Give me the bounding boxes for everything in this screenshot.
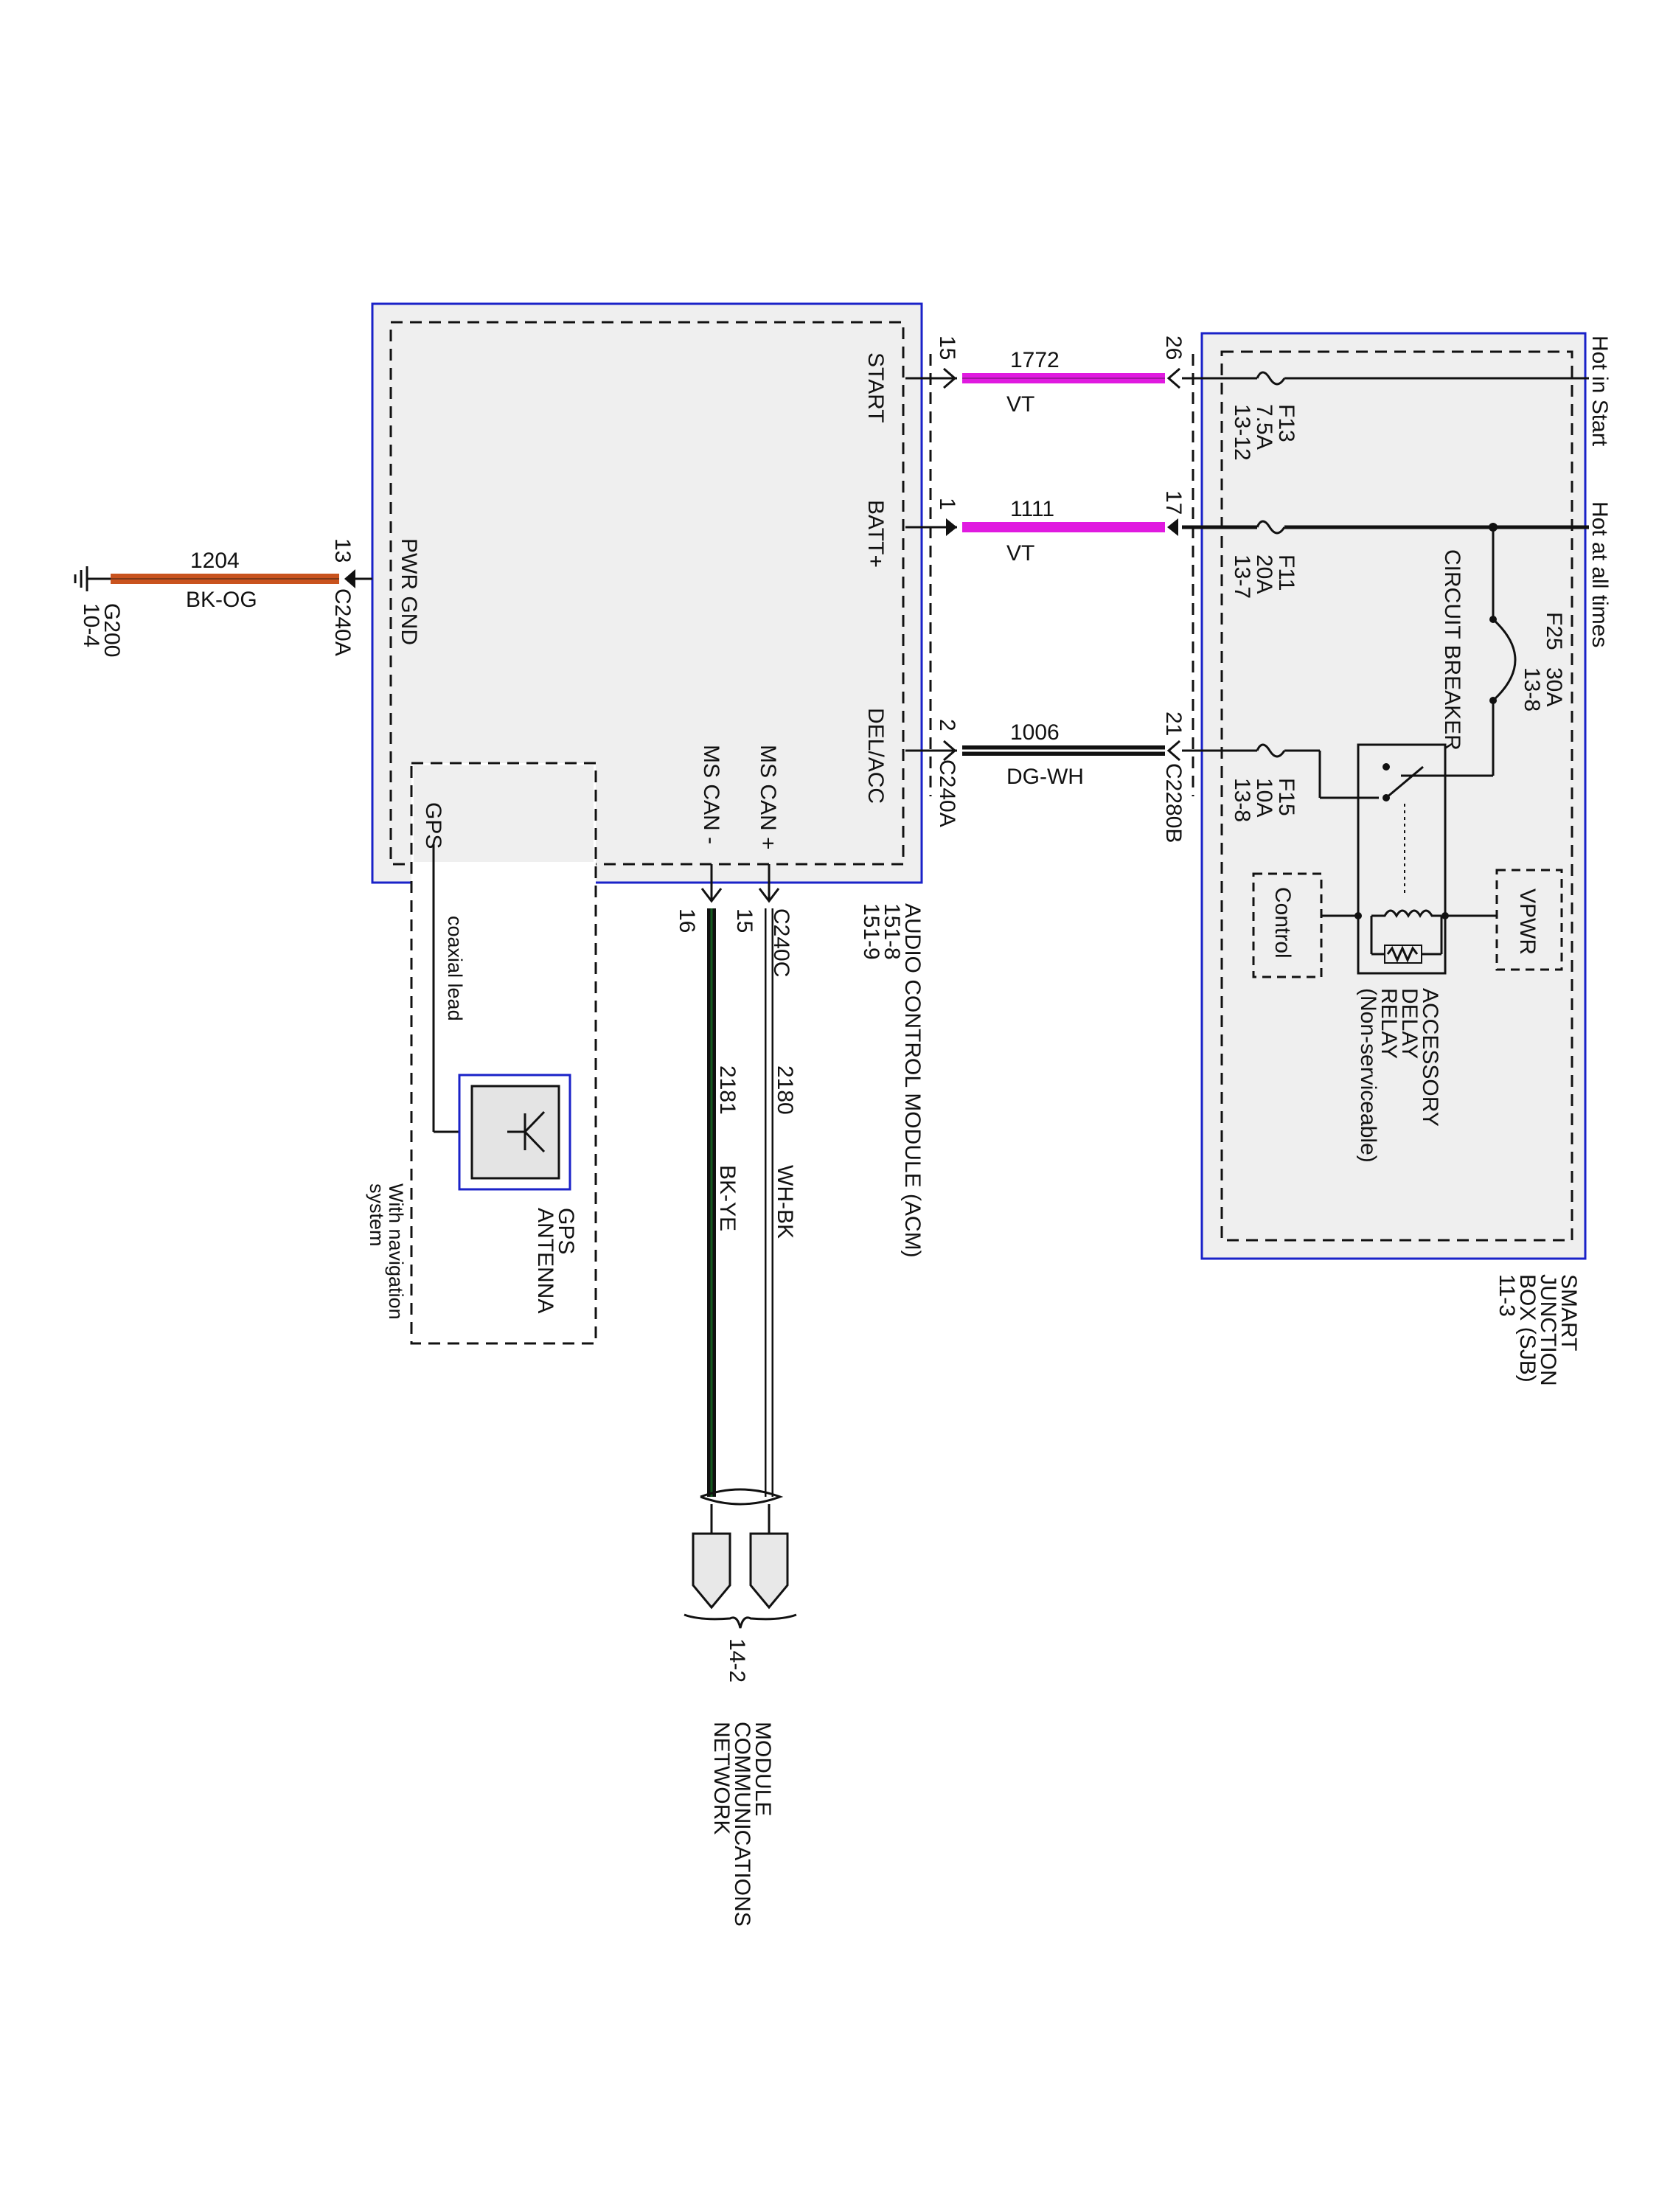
- breaker-f25-name: F25: [1542, 612, 1566, 650]
- circuit-breaker-label: CIRCUIT BREAKER: [1440, 549, 1464, 751]
- gps-antenna-label-1: GPS: [554, 1208, 578, 1254]
- fuse-f13-symbol: [1256, 371, 1286, 386]
- vpwr-box: [1495, 869, 1563, 971]
- sjb-title-1: SMART: [1557, 1274, 1581, 1351]
- hot-at-all-times-label: Hot at all times: [1587, 501, 1612, 647]
- fuse-f15-symbol: [1256, 743, 1286, 758]
- wire-1111-circuit: 1111: [1010, 497, 1054, 521]
- sjb-connector-c2280b: C2280B: [1161, 763, 1186, 843]
- delacc-circuit: [905, 740, 1379, 799]
- acm-title-2: 151-8: [880, 903, 904, 960]
- fuse-f11-rating: 20A: [1252, 554, 1276, 594]
- control-label: Control: [1270, 887, 1295, 959]
- breaker-f25-rating: 30A: [1542, 667, 1566, 706]
- ground-circuit: [74, 566, 372, 591]
- acm-pin-15: 15: [935, 335, 959, 360]
- smart-junction-box: [1200, 332, 1587, 1260]
- batt-circuit: [905, 518, 1589, 536]
- fuse-f15-ref: 13-8: [1230, 778, 1254, 822]
- sjb-pin-17: 17: [1161, 490, 1186, 515]
- accessory-delay-relay: [1321, 743, 1497, 975]
- can-wire-2181-color: BK-YE: [715, 1165, 740, 1231]
- fuse-f13-name: F13: [1274, 404, 1298, 442]
- acm-connector-c240a: C240A: [935, 759, 959, 827]
- nav-option-label-1: With navigation: [385, 1183, 407, 1320]
- network-ref: 14-2: [725, 1638, 749, 1683]
- can-bus-wires: [684, 864, 797, 1629]
- acm-pin-delacc: DEL/ACC: [863, 708, 888, 804]
- fuse-f11-symbol: [1256, 520, 1286, 535]
- can-wire-2180-circuit: 2180: [773, 1065, 797, 1115]
- acm-ms-can-minus: MS CAN -: [699, 745, 723, 844]
- relay-label-1: ACCESSORY: [1418, 988, 1442, 1127]
- acm-pin-1: 1: [935, 498, 959, 510]
- acm-pin-2: 2: [935, 719, 959, 731]
- acm-pin-batt: BATT+: [863, 500, 888, 568]
- network-title-2: COMMUNICATIONS: [730, 1722, 754, 1927]
- wire-1111-color: VT: [1006, 541, 1034, 566]
- ground-pin-13: 13: [330, 538, 355, 563]
- acm-gps-pin: GPS: [421, 802, 445, 849]
- fuse-f13-ref: 13-12: [1230, 404, 1254, 461]
- can-wire-2180-color: WH-BK: [773, 1165, 797, 1239]
- relay-label-4: (Non-serviceable): [1356, 988, 1380, 1163]
- gps-antenna-label-2: ANTENNA: [533, 1208, 557, 1313]
- fuse-f15-name: F15: [1274, 778, 1298, 816]
- coaxial-lead-label: coaxial lead: [444, 916, 466, 1021]
- relay-label-2: DELAY: [1397, 988, 1422, 1059]
- start-circuit: [905, 367, 1589, 389]
- ground-wire-color: BK-OG: [186, 588, 257, 612]
- sjb-pin-21: 21: [1161, 712, 1186, 736]
- fuse-f15-rating: 10A: [1252, 778, 1276, 817]
- acm-can-pin-16: 16: [675, 908, 699, 933]
- network-title-1: MODULE: [751, 1722, 775, 1816]
- sjb-title-3: BOX (SJB): [1515, 1274, 1540, 1382]
- wire-1772-color: VT: [1006, 392, 1034, 417]
- wire-1006-color: DG-WH: [1006, 765, 1084, 789]
- acm-title-3: 151-9: [859, 903, 883, 960]
- acm-pwr-gnd: PWR GND: [397, 538, 421, 645]
- breaker-f25-ref: 13-8: [1520, 667, 1544, 712]
- circuit-breaker-f25: [1401, 527, 1517, 777]
- acm-title-1: AUDIO CONTROL MODULE (ACM): [900, 903, 925, 1258]
- acm-pin-start: START: [863, 352, 888, 423]
- ground-point-g200: G200: [100, 603, 124, 657]
- fuse-f11-name: F11: [1274, 554, 1298, 591]
- audio-control-module: [371, 302, 923, 1345]
- ground-point-ref: 10-4: [79, 603, 103, 647]
- relay-label-3: RELAY: [1377, 988, 1401, 1059]
- wire-1006-circuit: 1006: [1010, 720, 1060, 745]
- fuse-f11-ref: 13-7: [1230, 554, 1254, 599]
- fuse-f13-rating: 7.5A: [1252, 404, 1276, 450]
- ground-wire-circuit: 1204: [190, 549, 240, 573]
- sjb-pin-26: 26: [1161, 335, 1186, 360]
- vpwr-label: VPWR: [1515, 888, 1540, 955]
- control-box: [1252, 872, 1323, 978]
- hot-in-start-label: Hot in Start: [1587, 335, 1612, 447]
- acm-can-pin-15: 15: [732, 908, 757, 933]
- acm-ms-can-plus: MS CAN +: [756, 745, 780, 850]
- gps-antenna: [432, 844, 571, 1191]
- network-title-3: NETWORK: [709, 1722, 734, 1834]
- wire-1772-circuit: 1772: [1010, 348, 1060, 372]
- can-wire-2181-circuit: 2181: [715, 1065, 740, 1115]
- sjb-title-2: JUNCTION: [1536, 1274, 1560, 1386]
- nav-option-label-2: system: [366, 1183, 388, 1247]
- ground-connector-c240a: C240A: [330, 588, 355, 656]
- sjb-title-4: 11-3: [1495, 1274, 1519, 1317]
- acm-connector-c240c: C240C: [769, 908, 793, 977]
